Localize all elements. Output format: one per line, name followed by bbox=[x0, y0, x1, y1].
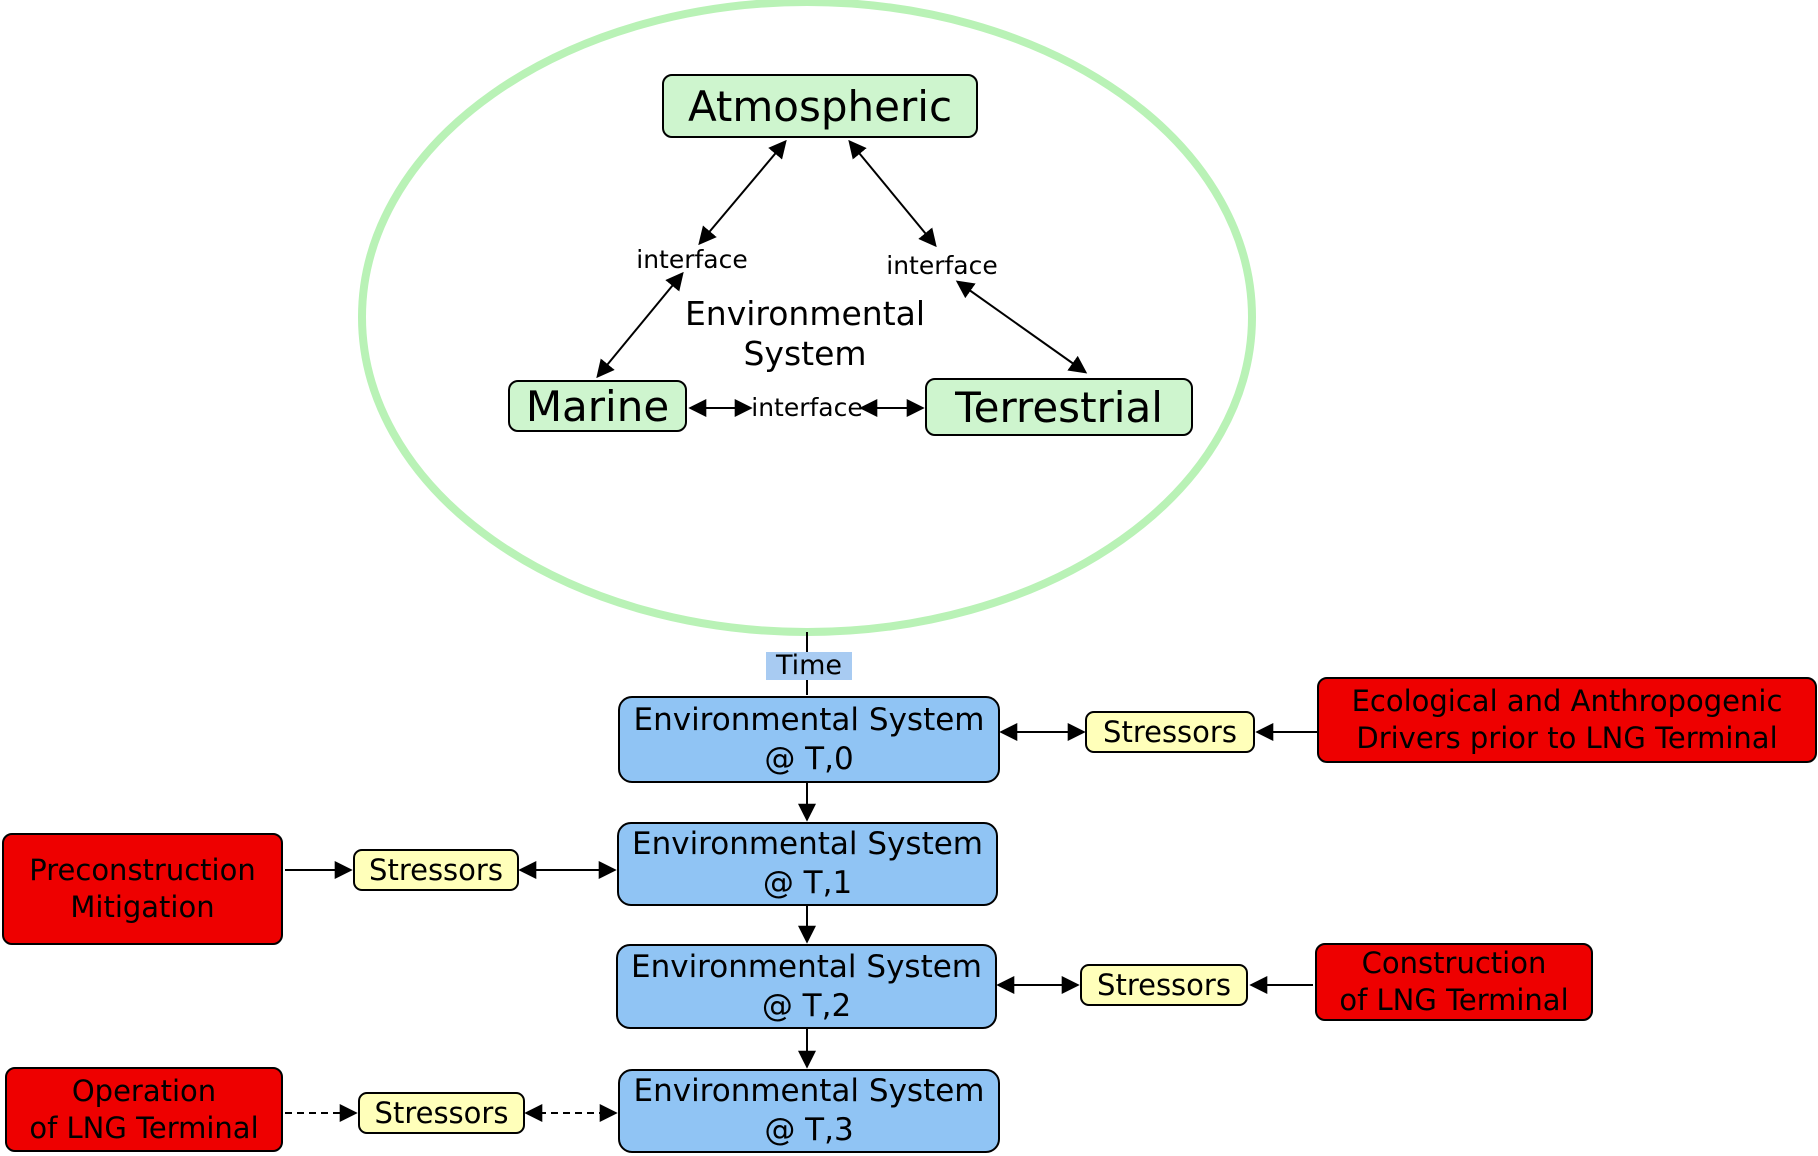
state-box-t2: Environmental System @ T,2 bbox=[616, 944, 997, 1029]
state-t3-line1: Environmental System bbox=[633, 1073, 985, 1109]
interface-label-marine-terrestrial: interface bbox=[751, 393, 863, 422]
driver-operation-line2: of LNG Terminal bbox=[29, 1110, 259, 1145]
time-label: Time bbox=[766, 652, 852, 680]
system-title-line1: Environmental bbox=[684, 294, 926, 333]
stressors-box-t3: Stressors bbox=[358, 1092, 525, 1134]
state-t0-line1: Environmental System bbox=[633, 701, 985, 738]
node-terrestrial: Terrestrial bbox=[925, 378, 1193, 436]
driver-prior-line2: Drivers prior to LNG Terminal bbox=[1356, 721, 1778, 755]
arrow-atmospheric-interface-right bbox=[848, 139, 937, 248]
driver-operation-line1: Operation bbox=[71, 1073, 217, 1108]
triangle-arrows bbox=[596, 139, 1088, 417]
driver-construction-line1: Construction bbox=[1361, 946, 1547, 980]
arrow-interface-right-terrestrial bbox=[955, 280, 1088, 374]
state-t0-line2: @ T,0 bbox=[764, 740, 854, 777]
driver-construction-line2: of LNG Terminal bbox=[1339, 983, 1569, 1017]
node-marine-label: Marine bbox=[525, 381, 670, 431]
state-t2-line1: Environmental System bbox=[630, 948, 982, 985]
state-box-t1: Environmental System @ T,1 bbox=[617, 822, 998, 906]
state-t1-line1: Environmental System bbox=[631, 826, 983, 862]
stressors-box-t0: Stressors bbox=[1085, 711, 1255, 753]
driver-box-operation: Operation of LNG Terminal bbox=[5, 1067, 283, 1152]
driver-box-construction: Construction of LNG Terminal bbox=[1315, 943, 1593, 1021]
system-title-line2: System bbox=[743, 334, 867, 373]
timeline-arrows bbox=[285, 632, 1317, 1122]
node-marine: Marine bbox=[508, 380, 687, 432]
state-t3-line2: @ T,3 bbox=[764, 1112, 854, 1148]
state-box-t0: Environmental System @ T,0 bbox=[618, 696, 1000, 783]
node-atmospheric-label: Atmospheric bbox=[687, 81, 953, 131]
arrow-interface-left-marine bbox=[596, 271, 684, 379]
driver-box-prior-drivers: Ecological and Anthropogenic Drivers pri… bbox=[1317, 677, 1817, 763]
driver-preconstruction-line1: Preconstruction bbox=[29, 853, 256, 887]
node-atmospheric: Atmospheric bbox=[662, 74, 978, 138]
driver-prior-line1: Ecological and Anthropogenic bbox=[1351, 684, 1783, 718]
driver-preconstruction-line2: Mitigation bbox=[70, 890, 215, 924]
state-box-t3: Environmental System @ T,3 bbox=[618, 1069, 1000, 1153]
stressors-box-t1: Stressors bbox=[353, 849, 519, 891]
system-title: Environmental System bbox=[655, 294, 955, 374]
interface-label-atmospheric-terrestrial: interface bbox=[886, 251, 998, 280]
state-t1-line2: @ T,1 bbox=[762, 865, 853, 901]
driver-box-preconstruction: Preconstruction Mitigation bbox=[2, 833, 283, 945]
interface-label-atmospheric-marine: interface bbox=[636, 245, 748, 274]
state-t2-line2: @ T,2 bbox=[761, 987, 852, 1024]
stressors-box-t2: Stressors bbox=[1080, 964, 1248, 1006]
node-terrestrial-label: Terrestrial bbox=[955, 382, 1163, 432]
arrow-atmospheric-interface-left bbox=[698, 139, 787, 246]
